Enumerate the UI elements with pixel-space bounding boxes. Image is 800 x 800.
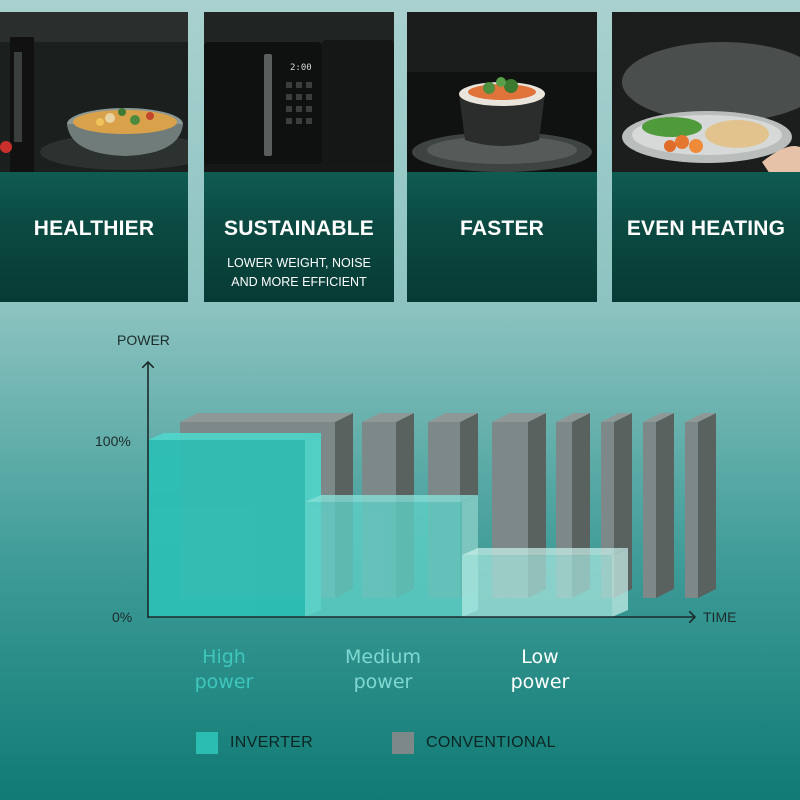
pulse-top <box>428 413 478 422</box>
pulse-top <box>556 413 590 422</box>
pulse-top <box>180 413 353 422</box>
legend-swatch-inverter <box>196 732 218 754</box>
segment-label-line2: power <box>354 671 413 693</box>
segment-side <box>612 548 628 617</box>
segment-front <box>462 555 612 617</box>
conventional-pulse <box>643 413 674 598</box>
microwave-display: 2:00 <box>290 63 312 73</box>
pulse-front <box>685 422 698 598</box>
tile-sustainable: 2:00 SUSTAINABLE LOWER WEIGHT, NOISE AND… <box>204 12 394 302</box>
legend-label-inverter: INVERTER <box>230 734 314 751</box>
legend-item-inverter: INVERTER <box>196 732 313 754</box>
pulse-top <box>643 413 674 422</box>
segment-front <box>305 501 462 617</box>
inverter-segment <box>305 494 478 617</box>
inverter-segments <box>148 433 628 617</box>
photo-pan-food <box>0 12 188 177</box>
inverter-segment <box>462 548 628 617</box>
pulse-front <box>643 422 656 598</box>
y-tick-0: 0% <box>112 609 132 625</box>
conventional-pulse <box>685 413 716 598</box>
power-chart: POWER TIME 100% 0% High power Medium power L… <box>95 332 736 693</box>
segment-label-line2: power <box>511 671 570 693</box>
photo-microwave: 2:00 <box>204 12 394 177</box>
pulse-side <box>656 413 674 598</box>
tile-subtitle: LOWER WEIGHT, NOISE AND MORE EFFICIENT <box>227 256 371 289</box>
legend-label-conventional: CONVENTIONAL <box>426 734 556 751</box>
segment-label-line1: Low <box>521 646 558 668</box>
x-axis-label: TIME <box>703 609 736 625</box>
pulse-top <box>601 413 632 422</box>
pulse-top <box>685 413 716 422</box>
photo-plate <box>612 12 800 177</box>
segment-label-line2: power <box>195 671 254 693</box>
segment-labels: High power Medium power Low power <box>195 646 570 693</box>
tile-title: FASTER <box>459 217 545 240</box>
tile-even-heating: EVEN HEATING <box>612 12 800 302</box>
tile-healthier: HEALTHIER <box>0 12 188 302</box>
segment-label-line1: Medium <box>345 646 421 668</box>
photo-bowl <box>407 12 597 177</box>
tile-title: EVEN HEATING <box>626 217 786 240</box>
legend-swatch-conventional <box>392 732 414 754</box>
y-axis-label: POWER <box>117 332 170 348</box>
segment-front <box>148 440 305 617</box>
feature-tiles: HEALTHIER 2:00 SUSTAINABLE LOWER WEIGHT,… <box>0 12 800 302</box>
inverter-segment <box>148 433 321 617</box>
pulse-side <box>698 413 716 598</box>
segment-top <box>305 494 478 502</box>
segment-top <box>148 433 321 440</box>
legend-item-conventional: CONVENTIONAL <box>392 732 556 754</box>
pulse-top <box>362 413 414 422</box>
tile-title: SUSTAINABLE <box>224 217 374 240</box>
segment-top <box>462 548 628 556</box>
tile-title: HEALTHIER <box>33 217 155 240</box>
y-tick-100: 100% <box>95 433 131 449</box>
segment-label-line1: High <box>202 646 246 668</box>
tile-faster: FASTER <box>407 12 597 302</box>
pulse-top <box>492 413 546 422</box>
